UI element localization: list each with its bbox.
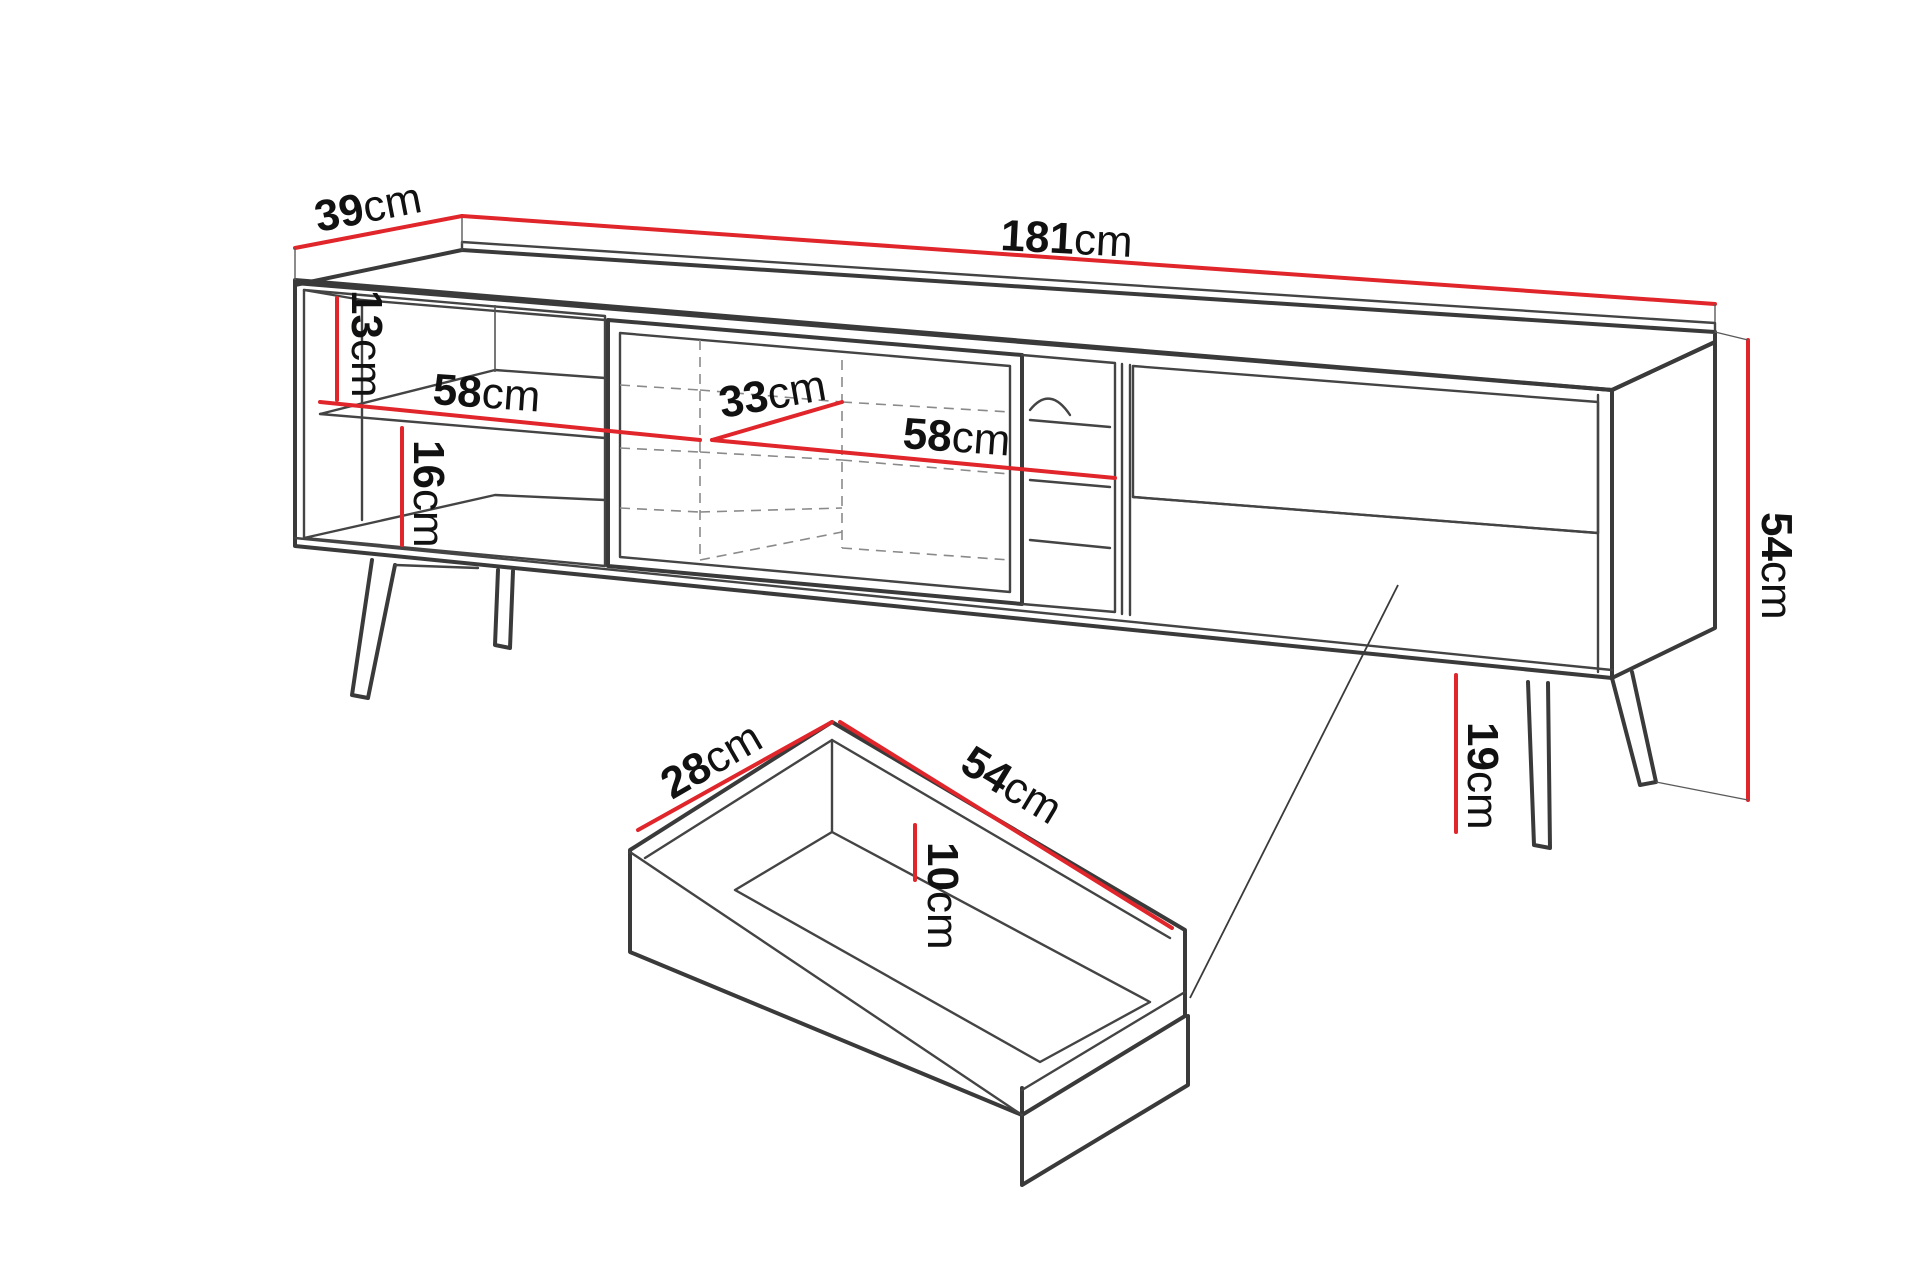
center-shelf-width-line — [710, 438, 1117, 480]
cabinet-top-back-edge — [460, 240, 1717, 334]
right-drawer-front-upper — [1131, 364, 1600, 535]
left-shelf-width-label: 58cm — [431, 365, 542, 421]
inner-depth-line — [710, 400, 844, 442]
left-shelf-width-line — [318, 400, 702, 442]
leg-height-label: 19cm — [1458, 722, 1507, 830]
back-right-leg — [1610, 670, 1658, 787]
drawer-front-panel — [1020, 1014, 1190, 1187]
front-left-leg — [350, 558, 397, 700]
lower-shelf-height-label: 16cm — [404, 440, 453, 548]
width-dimension-line — [460, 214, 1717, 306]
right-drawer-front-lower — [1131, 495, 1600, 535]
back-left-leg — [493, 568, 515, 650]
cabinet-right-side — [1610, 340, 1717, 680]
cutout-handle — [1028, 397, 1072, 417]
drawer-leader-line — [1189, 584, 1399, 999]
left-compartment-back — [302, 288, 607, 522]
cabinet-bottom-edge — [293, 536, 1614, 672]
width-label: 181cm — [999, 211, 1133, 267]
center-right-compartment — [1020, 353, 1117, 614]
drawer — [628, 720, 1190, 1187]
left-shelf-lower — [302, 493, 607, 540]
cabinet-top — [293, 248, 1717, 392]
left-compartment-frame — [302, 288, 607, 568]
center-right-divider — [1120, 362, 1132, 617]
glass-door-inner — [618, 331, 1012, 594]
height-label: 54cm — [1752, 512, 1801, 620]
front-left-leg-support — [393, 563, 480, 570]
drawer-inner-bottom — [733, 830, 1152, 1064]
cabinet-front-face — [293, 281, 1614, 680]
drawer-width-label: 28cm — [653, 712, 771, 808]
drawer-width-line — [636, 720, 834, 832]
tv-cabinet — [293, 240, 1717, 999]
drawer-left-side — [628, 850, 1024, 1117]
center-shelf-width-label: 58cm — [901, 409, 1012, 465]
drawer-depth-line — [838, 720, 1174, 930]
center-right-shelves — [1028, 418, 1112, 550]
open-shelf-height-label: 13cm — [342, 290, 391, 398]
drawer-front-top — [1020, 990, 1187, 1092]
dimension-lines — [293, 214, 1750, 930]
front-right-leg — [1526, 680, 1552, 850]
depth-label: 39cm — [311, 173, 426, 242]
inner-depth-label: 33cm — [715, 361, 829, 428]
height-extension-top — [1714, 331, 1749, 341]
drawer-height-label: 10cm — [918, 842, 967, 950]
depth-dimension-line — [293, 214, 464, 250]
height-extension-bottom — [1655, 781, 1749, 801]
drawer-depth-label: 54cm — [953, 737, 1070, 834]
